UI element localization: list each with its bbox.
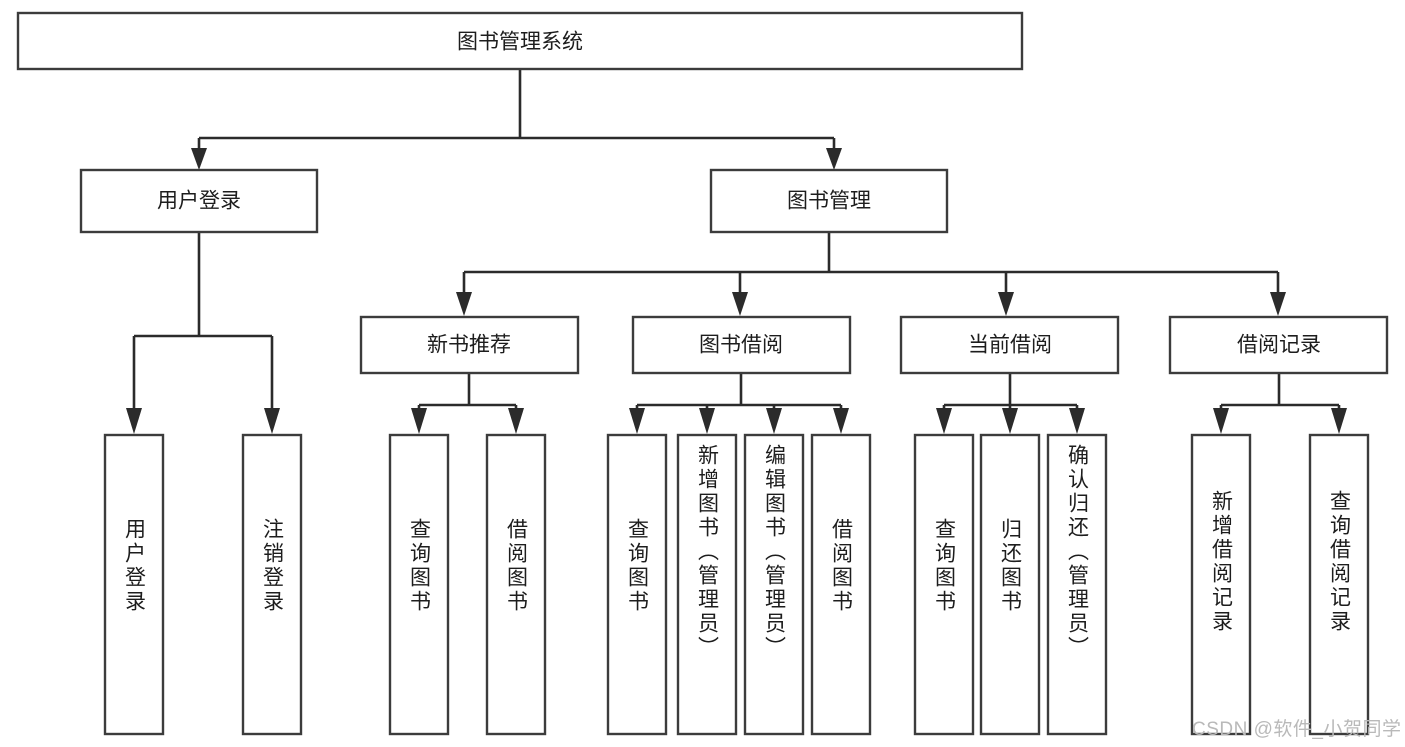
node-new-book-rec-label: 新书推荐 — [427, 334, 511, 357]
leaf-box-query-book-rec[interactable] — [388, 433, 450, 736]
leaf-boxes — [103, 433, 1370, 736]
node-current-borrow-label: 当前借阅 — [968, 334, 1052, 357]
node-borrow-record-label: 借阅记录 — [1237, 334, 1321, 357]
arrow-borrow-record — [1270, 292, 1286, 316]
arrow-leaf-user-login — [126, 408, 142, 434]
leaf-box-return-book[interactable] — [979, 433, 1041, 736]
leaf-box-user-logout[interactable] — [241, 433, 303, 736]
arrow-leaf-add-record — [1213, 408, 1229, 434]
connector-group-current-borrow — [936, 373, 1085, 434]
arrow-book-manage — [826, 148, 842, 170]
arrow-leaf-edit-book — [766, 408, 782, 434]
node-book-borrow-box[interactable] — [631, 315, 852, 375]
node-borrow-record[interactable]: 借阅记录 — [1168, 315, 1389, 375]
arrow-leaf-add-book — [699, 408, 715, 434]
node-user-login-box[interactable] — [79, 168, 319, 234]
arrow-leaf-user-logout — [264, 408, 280, 434]
arrow-leaf-borrow-book — [833, 408, 849, 434]
leaf-box-confirm-return[interactable] — [1046, 433, 1108, 736]
node-root-box[interactable] — [16, 11, 1024, 71]
node-book-manage[interactable]: 图书管理 — [709, 168, 949, 234]
leaf-box-edit-book[interactable] — [743, 433, 805, 736]
leaf-box-borrow-book-rec[interactable] — [485, 433, 547, 736]
arrow-leaf-borrow-book-rec — [508, 408, 524, 434]
csdn-watermark: CSDN @软件_小贺同学 — [1192, 719, 1402, 740]
node-user-login-label: 用户登录 — [157, 190, 241, 213]
arrow-leaf-query-record — [1331, 408, 1347, 434]
node-root-label: 图书管理系统 — [457, 31, 583, 54]
leaf-box-query-record[interactable] — [1308, 433, 1370, 736]
node-book-manage-box[interactable] — [709, 168, 949, 234]
arrow-book-borrow — [732, 292, 748, 316]
connector-group-book-borrow — [629, 373, 849, 434]
leaf-box-add-record[interactable] — [1190, 433, 1252, 736]
arrow-new-book-rec — [456, 292, 472, 316]
node-book-manage-label: 图书管理 — [787, 190, 871, 213]
arrow-leaf-return-book — [1002, 408, 1018, 434]
node-borrow-record-box[interactable] — [1168, 315, 1389, 375]
node-new-book-rec-box[interactable] — [359, 315, 580, 375]
node-new-book-rec[interactable]: 新书推荐 — [359, 315, 580, 375]
leaf-box-borrow-book[interactable] — [810, 433, 872, 736]
arrow-user-login — [191, 148, 207, 170]
connector-group-new-book-rec — [411, 373, 524, 434]
leaf-box-user-login[interactable] — [103, 433, 165, 736]
arrow-leaf-confirm-return — [1069, 408, 1085, 434]
connector-group-book-manage — [456, 232, 1286, 316]
leaf-box-add-book[interactable] — [676, 433, 738, 736]
arrow-current-borrow — [998, 292, 1014, 316]
connector-group-root — [191, 69, 842, 170]
connector-group-user-login — [126, 232, 280, 434]
connector-group-borrow-record — [1213, 373, 1347, 434]
arrow-leaf-query-book-cur — [936, 408, 952, 434]
node-book-borrow-label: 图书借阅 — [699, 334, 783, 357]
leaf-box-query-book-cur[interactable] — [913, 433, 975, 736]
node-book-borrow[interactable]: 图书借阅 — [631, 315, 852, 375]
node-current-borrow[interactable]: 当前借阅 — [899, 315, 1120, 375]
arrow-leaf-query-book-borrow — [629, 408, 645, 434]
node-root[interactable]: 图书管理系统 — [16, 11, 1024, 71]
node-current-borrow-box[interactable] — [899, 315, 1120, 375]
leaf-box-query-book-borrow[interactable] — [606, 433, 668, 736]
node-user-login[interactable]: 用户登录 — [79, 168, 319, 234]
arrow-leaf-query-book-rec — [411, 408, 427, 434]
